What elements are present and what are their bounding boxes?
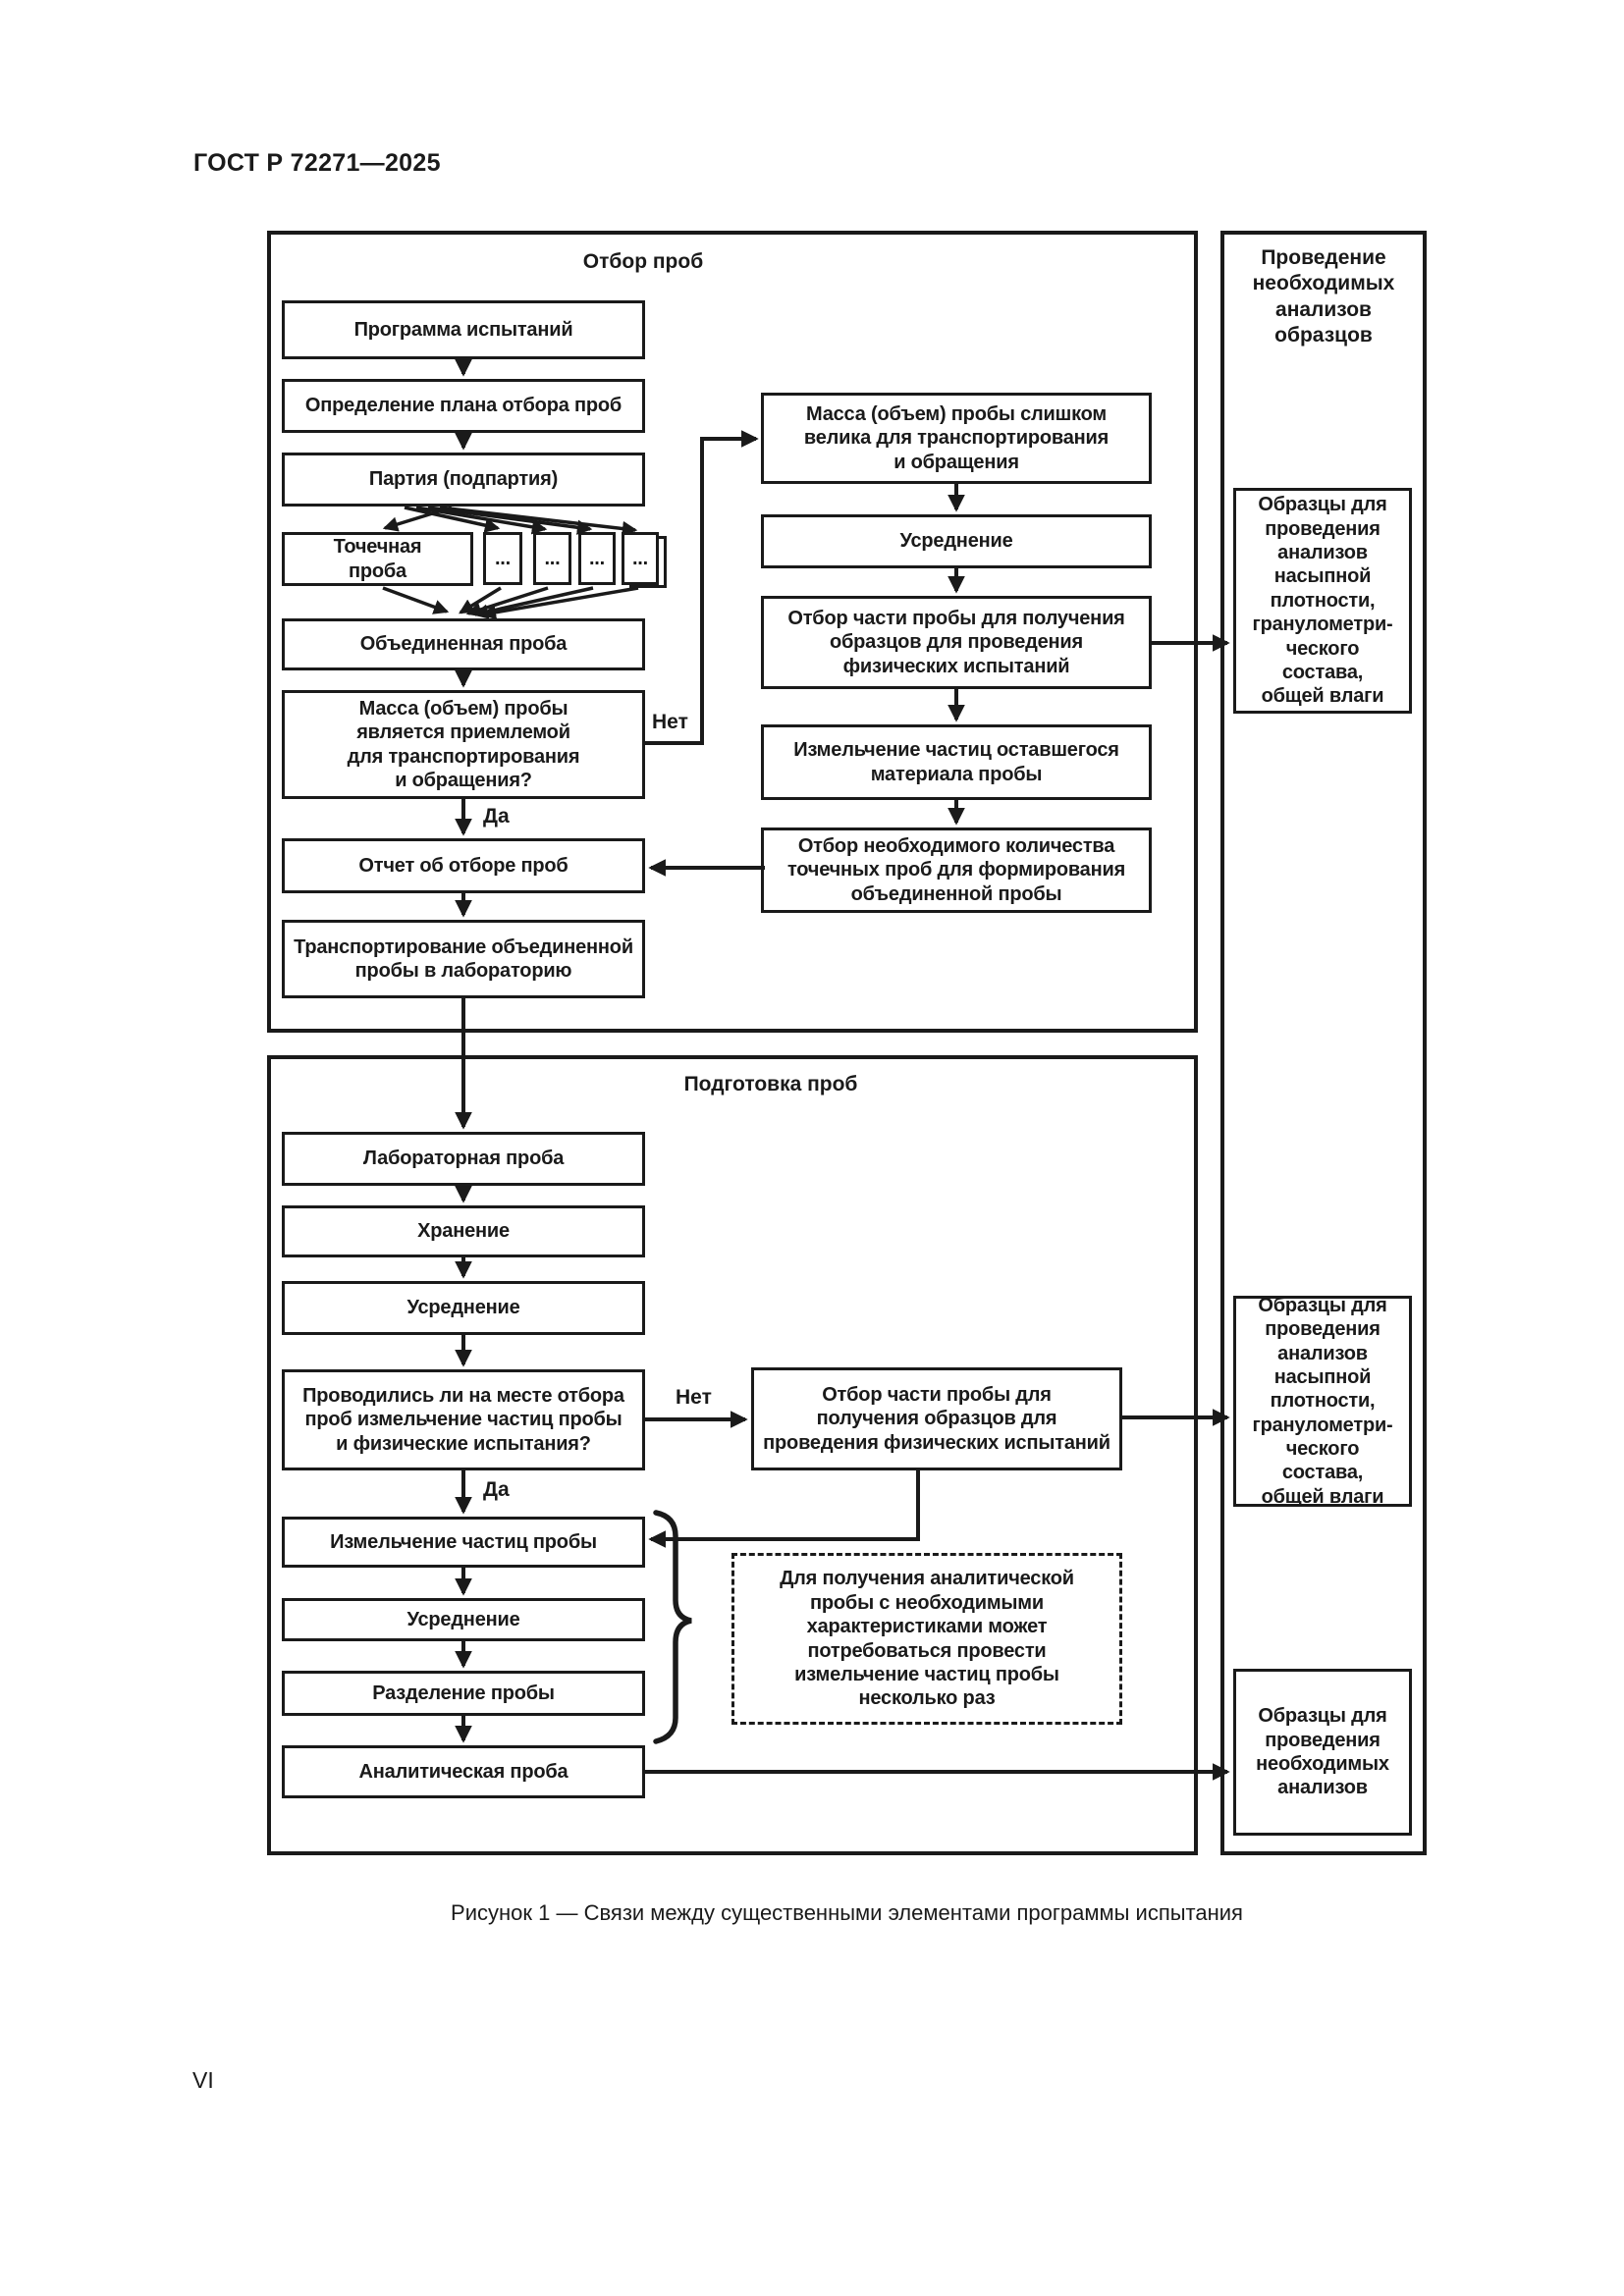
node-transport-to-lab: Транспортирование объединенной пробы в л…	[282, 920, 645, 998]
label-no-preparation: Нет	[676, 1386, 712, 1409]
node-mass-acceptable-question: Масса (объем) пробы является приемлемой …	[282, 690, 645, 799]
node-analytical-sample: Аналитическая проба	[282, 1745, 645, 1798]
section-analysis	[1220, 231, 1427, 1855]
node-samples-bulk-1: Образцы для проведения анализов насыпной…	[1233, 488, 1412, 714]
node-sampling-report: Отчет об отборе проб	[282, 838, 645, 893]
node-subsample-physical-top: Отбор части пробы для получения образцов…	[761, 596, 1152, 689]
node-increment-ellipsis-4: ...	[622, 532, 659, 585]
node-plan: Определение плана отбора проб	[282, 379, 645, 433]
node-increment-ellipsis-3: ...	[578, 532, 616, 585]
node-samples-required: Образцы для проведения необходимых анали…	[1233, 1669, 1412, 1836]
node-program: Программа испытаний	[282, 300, 645, 359]
node-averaging-top: Усреднение	[761, 514, 1152, 568]
node-division: Разделение пробы	[282, 1671, 645, 1716]
section-preparation-title: Подготовка проб	[683, 1073, 858, 1095]
node-grind-sample: Измельчение частиц пробы	[282, 1517, 645, 1568]
node-grind-remaining: Измельчение частиц оставшегося материала…	[761, 724, 1152, 800]
node-select-increments: Отбор необходимого количества точечных п…	[761, 828, 1152, 913]
node-increment-ellipsis-1: ...	[483, 532, 522, 585]
node-increment: Точечная проба	[282, 532, 473, 586]
node-lot: Партия (подпартия)	[282, 453, 645, 507]
node-lab-sample: Лабораторная проба	[282, 1132, 645, 1186]
label-yes-sampling: Да	[483, 805, 510, 828]
node-averaging-prep-2: Усреднение	[282, 1598, 645, 1641]
section-analysis-title: Проведение необходимых анализов образцов	[1252, 246, 1395, 347]
node-combined-sample: Объединенная проба	[282, 618, 645, 670]
document-number: ГОСТ Р 72271—2025	[193, 149, 441, 177]
section-sampling-title: Отбор проб	[582, 250, 704, 273]
node-increment-ellipsis-2: ...	[533, 532, 571, 585]
node-subsample-physical-bottom: Отбор части пробы для получения образцов…	[751, 1367, 1122, 1470]
label-yes-preparation: Да	[483, 1478, 510, 1501]
node-samples-bulk-2: Образцы для проведения анализов насыпной…	[1233, 1295, 1412, 1508]
figure-caption: Рисунок 1 — Связи между существенными эл…	[451, 1900, 1243, 1925]
label-no-sampling: Нет	[652, 711, 688, 733]
node-storage: Хранение	[282, 1205, 645, 1257]
node-note-grinding: Для получения аналитической пробы с необ…	[731, 1553, 1122, 1725]
node-mass-too-large: Масса (объем) пробы слишком велика для т…	[761, 393, 1152, 484]
node-averaging-prep-1: Усреднение	[282, 1281, 645, 1335]
page-number: VI	[192, 2067, 214, 2093]
node-onsite-question: Проводились ли на месте отбора проб изме…	[282, 1369, 645, 1470]
